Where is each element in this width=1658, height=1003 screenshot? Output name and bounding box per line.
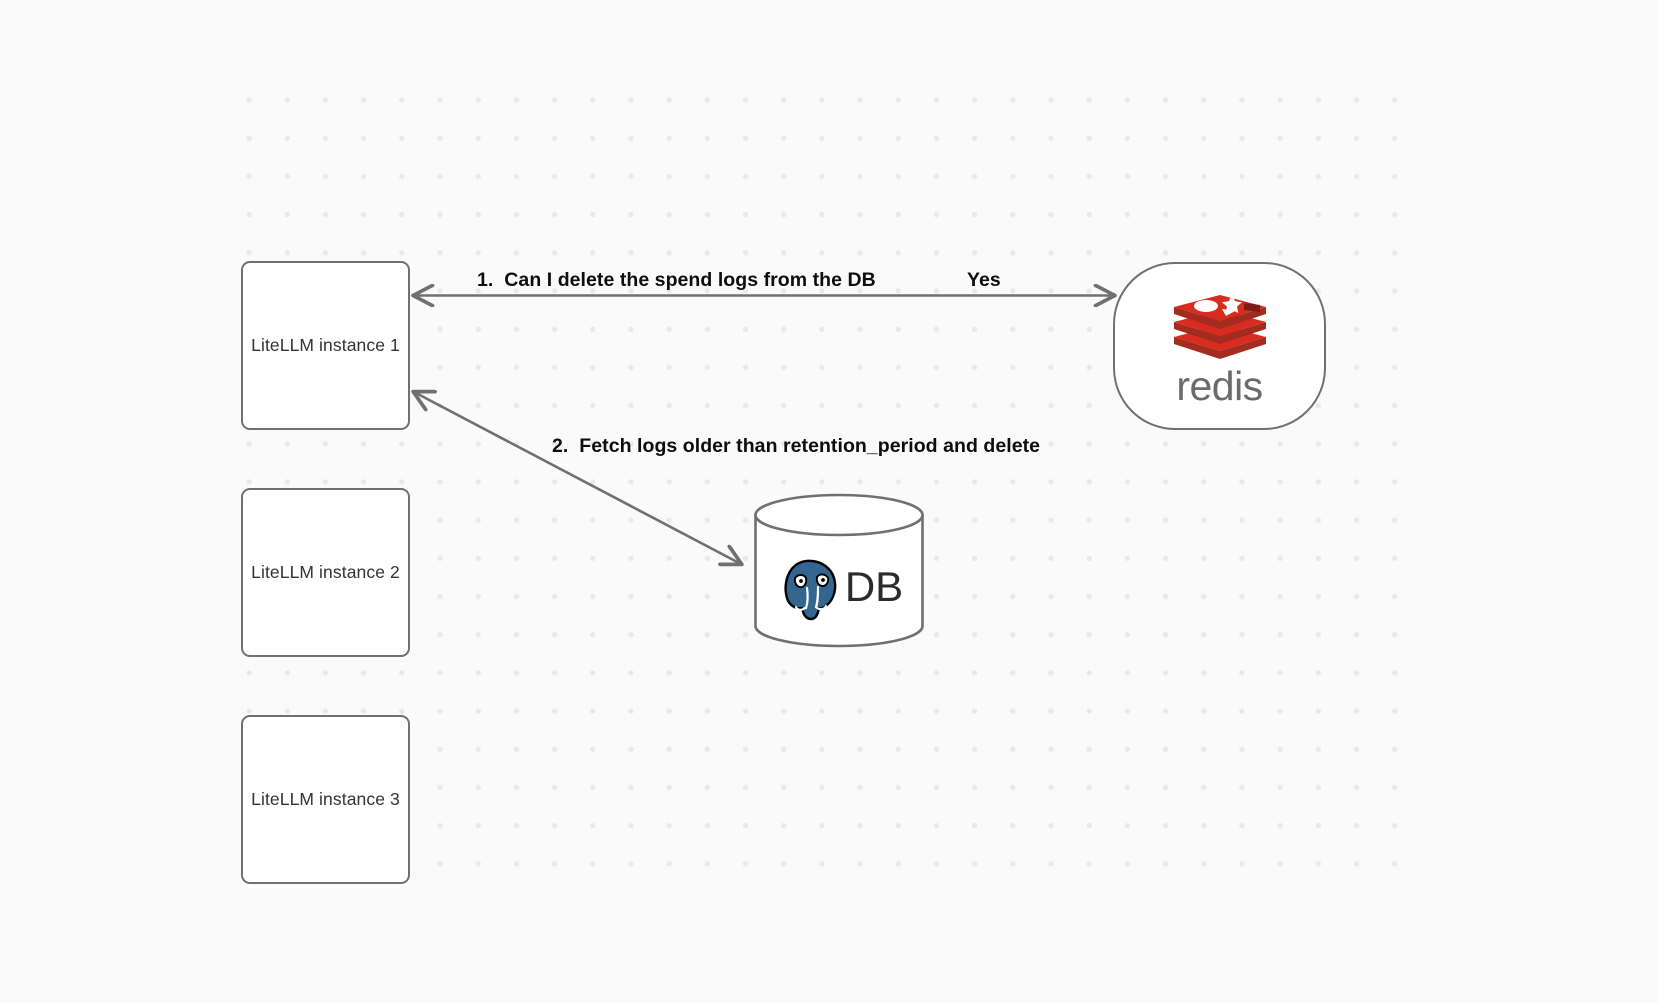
node-redis[interactable]: redis <box>1113 262 1326 430</box>
postgresql-elephant-icon <box>775 551 847 623</box>
node-litellm-instance-1-label: LiteLLM instance 1 <box>251 335 400 355</box>
edge-label-response: Yes <box>967 269 1001 291</box>
node-db-label: DB <box>844 563 904 610</box>
node-redis-label: redis <box>1176 362 1263 409</box>
edge-label-request: 1. Can I delete the spend logs from the … <box>477 269 876 291</box>
db-cylinder-shape <box>754 493 924 648</box>
node-litellm-instance-2-label: LiteLLM instance 2 <box>251 562 400 582</box>
node-litellm-instance-2[interactable]: LiteLLM instance 2 <box>241 488 410 657</box>
node-litellm-instance-3-label: LiteLLM instance 3 <box>251 789 400 809</box>
node-litellm-instance-3[interactable]: LiteLLM instance 3 <box>241 715 410 884</box>
edge-label-fetch-delete: 2. Fetch logs older than retention_perio… <box>552 435 1041 457</box>
node-db[interactable]: DB <box>753 493 925 648</box>
edge-litellm1-db <box>414 392 741 564</box>
redis-logo-icon <box>1170 289 1270 361</box>
node-litellm-instance-1[interactable]: LiteLLM instance 1 <box>241 261 410 430</box>
